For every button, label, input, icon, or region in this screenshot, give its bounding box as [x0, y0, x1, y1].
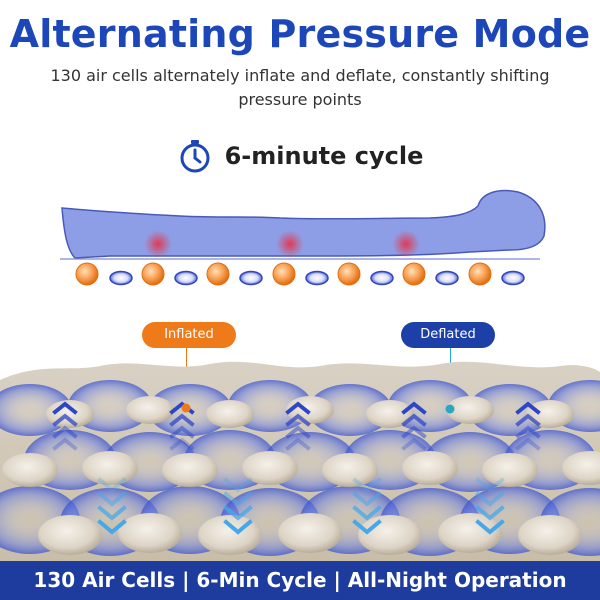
deflated-cell: [370, 270, 394, 286]
air-cell-row: [75, 262, 525, 286]
mattress-photo: [0, 361, 600, 562]
inflated-cell: [402, 262, 426, 286]
air-cell-grid: [0, 380, 600, 556]
cycle-indicator: 6-minute cycle: [0, 138, 600, 174]
deflated-cell: [109, 270, 133, 286]
deflate-arrows: [97, 477, 505, 535]
pressure-diagram: [60, 189, 546, 286]
inflated-badge: Inflated: [142, 322, 236, 348]
inflated-marker-dot: [181, 403, 191, 413]
deflated-cell: [239, 270, 263, 286]
human-body-silhouette: [61, 189, 546, 259]
inflated-cell: [272, 262, 296, 286]
stopwatch-icon: [180, 140, 210, 173]
inflated-cell: [206, 262, 230, 286]
feature-banner: 130 Air Cells | 6-Min Cycle | All-Night …: [0, 561, 600, 600]
deflated-cell: [435, 270, 459, 286]
deflated-badge: Deflated: [401, 322, 495, 348]
inflated-cell: [141, 262, 165, 286]
deflated-cell: [501, 270, 525, 286]
pressure-point: [392, 230, 420, 258]
page-subtitle: 130 air cells alternately inflate and de…: [50, 66, 550, 109]
deflated-cell: [305, 270, 329, 286]
inflate-arrows: [52, 401, 541, 451]
inflated-cell: [75, 262, 99, 286]
inflated-cell: [337, 262, 361, 286]
cycle-label: 6-minute cycle: [224, 142, 424, 170]
deflated-cell: [174, 270, 198, 286]
pressure-point: [144, 230, 172, 258]
page-title: Alternating Pressure Mode: [9, 12, 591, 56]
deflated-marker-dot: [445, 404, 455, 414]
inflated-cell: [468, 262, 492, 286]
pressure-point: [276, 230, 304, 258]
